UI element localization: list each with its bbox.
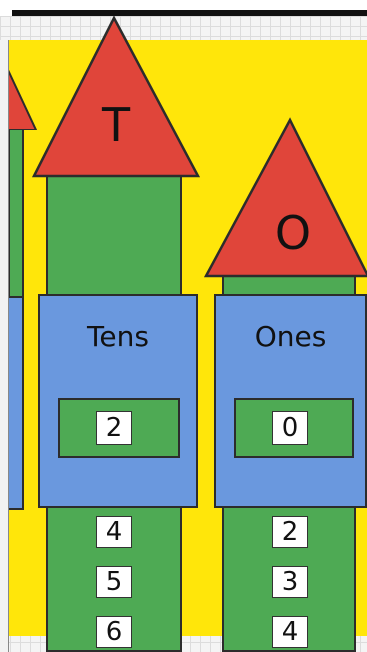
tens-roof-letter: T — [88, 98, 144, 152]
tens-stack-number: 6 — [96, 616, 132, 648]
ones-value: 0 — [272, 411, 308, 445]
ones-label: Ones — [214, 320, 367, 353]
ones-stack-number: 4 — [272, 616, 308, 648]
tens-stack-number: 5 — [96, 566, 132, 598]
left-page-edge — [0, 40, 9, 652]
hundreds-tower-edge — [8, 118, 24, 298]
ones-stack-number: 3 — [272, 566, 308, 598]
tens-stack-number: 4 — [96, 516, 132, 548]
tens-roof — [30, 14, 202, 180]
tens-value: 2 — [96, 411, 132, 445]
tens-label: Tens — [38, 320, 198, 353]
ones-stack-number: 2 — [272, 516, 308, 548]
ones-roof-letter: O — [264, 206, 322, 260]
tens-tower-upper — [46, 170, 182, 310]
